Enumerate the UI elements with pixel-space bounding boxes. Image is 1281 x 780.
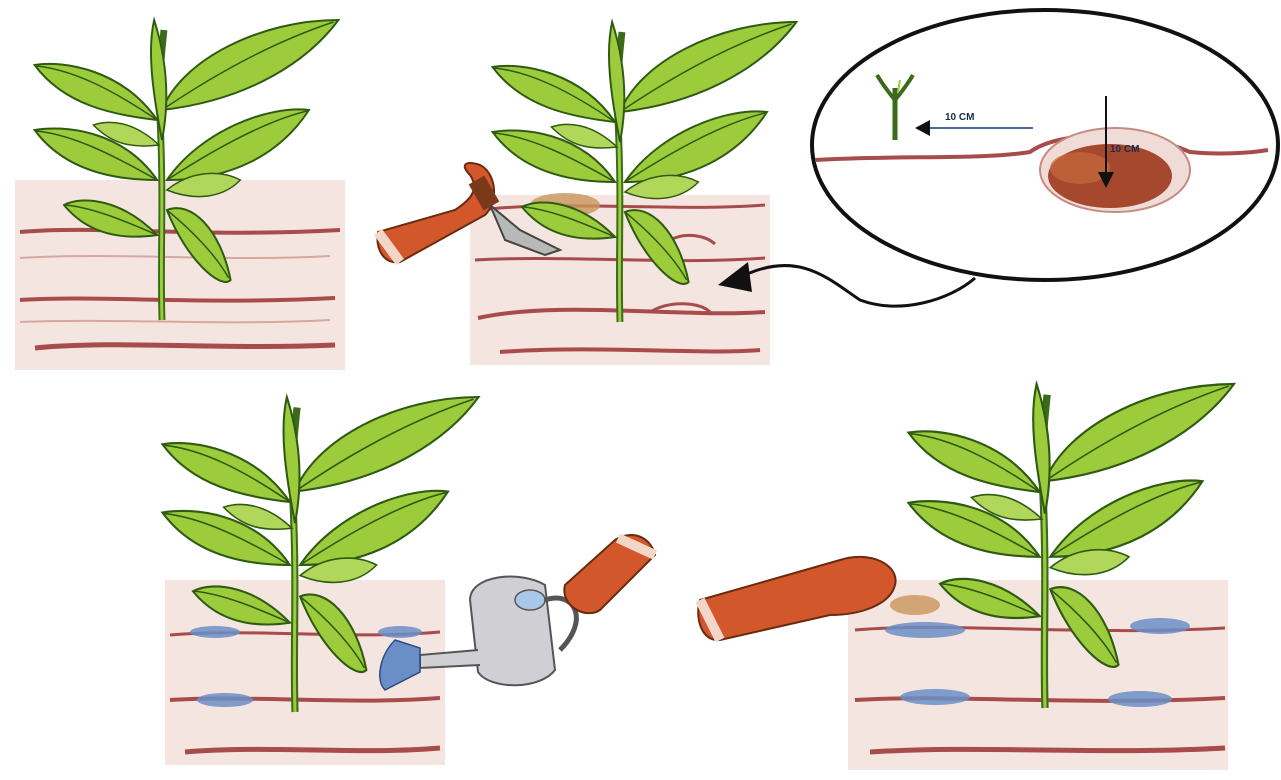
horizontal-distance-label: 10 CM — [945, 112, 974, 123]
water-puddle — [190, 626, 240, 638]
water-puddle — [885, 622, 965, 638]
water-puddle — [378, 626, 422, 638]
water-puddle — [1130, 618, 1190, 634]
water-puddle — [1108, 691, 1172, 707]
panel-1-plant — [15, 20, 345, 370]
callout-connector — [745, 265, 975, 306]
panel-3-watering — [162, 397, 655, 765]
water-puddle — [197, 693, 253, 707]
water-puddle — [900, 689, 970, 705]
hand — [564, 535, 655, 613]
measurement-callout: 10 CM 10 CM — [812, 10, 1278, 280]
panel-4-fertilizing — [698, 384, 1234, 770]
depth-label: 10 CM — [1110, 144, 1139, 155]
